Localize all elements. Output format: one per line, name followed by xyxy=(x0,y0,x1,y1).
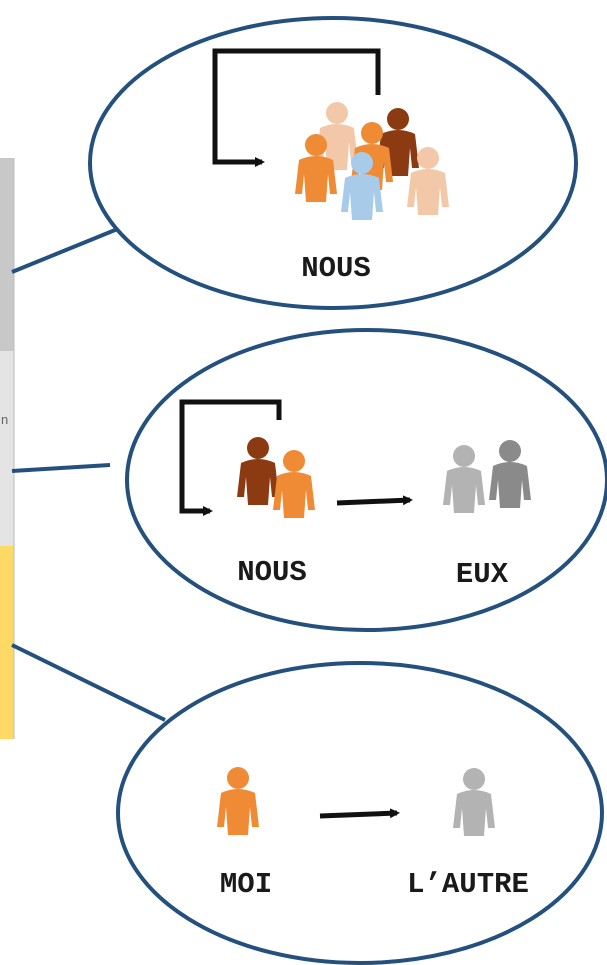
bubble-collective: NOUS xyxy=(88,16,578,310)
panel-light xyxy=(0,351,14,546)
bubble-group-vs-group: NOUS EUX xyxy=(125,328,607,632)
connector-line-bottom xyxy=(11,643,166,722)
bubble-self-vs-other: MOI L’AUTRE xyxy=(116,661,604,965)
panel-gray xyxy=(0,158,14,351)
label-nous-middle: NOUS xyxy=(237,556,307,589)
label-autre: L’AUTRE xyxy=(407,868,529,901)
ellipse-middle xyxy=(125,328,607,632)
panel-fragment-text: n xyxy=(1,412,8,427)
panel-yellow xyxy=(0,546,14,739)
left-panel-stack: n xyxy=(0,158,15,739)
connector-line-middle xyxy=(11,463,111,473)
connector-line-top xyxy=(11,226,121,274)
loop-arrow-icon xyxy=(212,48,381,167)
loop-arrow-icon-middle xyxy=(179,399,282,516)
label-moi: MOI xyxy=(220,868,272,901)
label-nous-top: NOUS xyxy=(301,252,371,285)
arrow-right-icon-bottom xyxy=(319,808,400,819)
label-eux: EUX xyxy=(456,558,509,591)
arrow-right-icon-middle xyxy=(336,495,413,506)
